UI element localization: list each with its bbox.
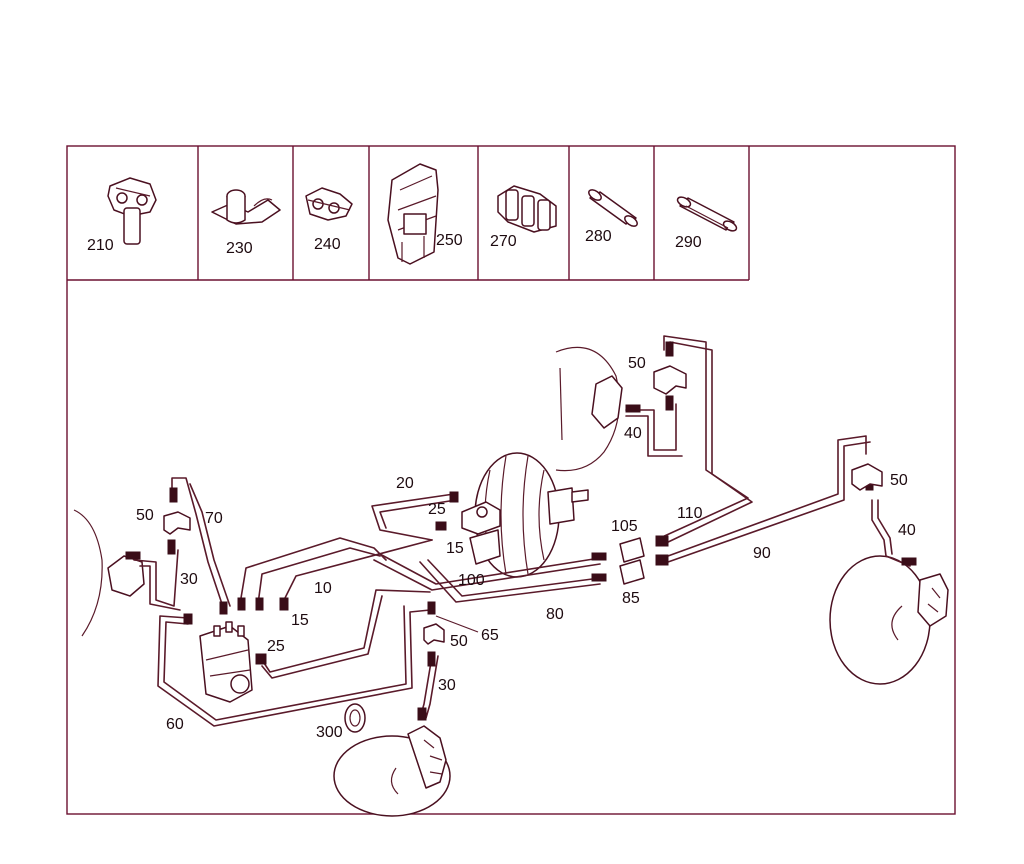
callout-110: 110 (677, 505, 703, 522)
callout-60: 60 (166, 716, 184, 733)
master-cylinder (461, 501, 501, 565)
callout-20: 20 (396, 475, 414, 492)
rear-right-brake-disc (829, 555, 949, 685)
callout-105: 105 (611, 518, 638, 535)
brake-line-70 (171, 477, 231, 611)
callout-40-right: 40 (898, 522, 916, 539)
callout-40-top: 40 (624, 425, 642, 442)
brake-line-80 (419, 559, 601, 603)
callout-300: 300 (316, 724, 343, 741)
part-280-sleeve-illustration (588, 189, 638, 227)
brake-line-30-left (133, 549, 181, 611)
leader-65 (435, 615, 479, 633)
part-270-clip-illustration (497, 185, 557, 233)
callout-50-right: 50 (890, 472, 908, 489)
callout-85: 85 (622, 590, 640, 607)
callout-50-top: 50 (628, 355, 646, 372)
callout-65: 65 (481, 627, 499, 644)
brake-line-90 (667, 435, 871, 563)
label-240: 240 (314, 236, 341, 253)
callout-50-left: 50 (136, 507, 154, 524)
callout-30-left: 30 (180, 571, 198, 588)
part-240-clip-illustration (305, 187, 353, 221)
connectors-105-85 (619, 537, 645, 585)
part-230-clip-illustration (211, 189, 281, 225)
callout-25-mid: 25 (267, 638, 285, 655)
brake-line-25-mid (261, 589, 431, 679)
part-290-sleeve-illustration (676, 196, 738, 232)
label-250: 250 (436, 232, 463, 249)
callout-90: 90 (753, 545, 771, 562)
fittings (125, 341, 917, 721)
callout-15-mid: 15 (291, 612, 309, 629)
part-250-clip-illustration (387, 163, 439, 265)
brake-line-100 (373, 553, 601, 591)
label-290: 290 (675, 234, 702, 251)
brackets (163, 365, 883, 645)
brake-line-110 (659, 335, 753, 545)
callout-30-bottom: 30 (438, 677, 456, 694)
diagram-frame (66, 145, 956, 815)
label-230: 230 (226, 240, 253, 257)
brake-line-60 (157, 605, 431, 727)
rear-left-brake-disc (333, 725, 451, 817)
label-270: 270 (490, 233, 517, 250)
callout-15-top: 15 (446, 540, 464, 557)
callout-10: 10 (314, 580, 332, 597)
callout-70: 70 (205, 510, 223, 527)
part-210-clip-illustration (107, 177, 157, 245)
callout-50-bottom: 50 (450, 633, 468, 650)
front-right-brake-disc (555, 346, 623, 472)
callout-100: 100 (458, 572, 485, 589)
part-300-grommet (344, 703, 366, 733)
brake-line-10 (239, 537, 433, 605)
label-210: 210 (87, 237, 114, 254)
callout-80: 80 (546, 606, 564, 623)
hydraulic-unit (199, 621, 253, 703)
callout-25-top: 25 (428, 501, 446, 518)
brake-line-40-right (871, 499, 911, 567)
brake-line-40-top (625, 403, 683, 457)
front-left-brake-disc (73, 509, 145, 637)
brake-line-20 (371, 493, 457, 541)
label-280: 280 (585, 228, 612, 245)
